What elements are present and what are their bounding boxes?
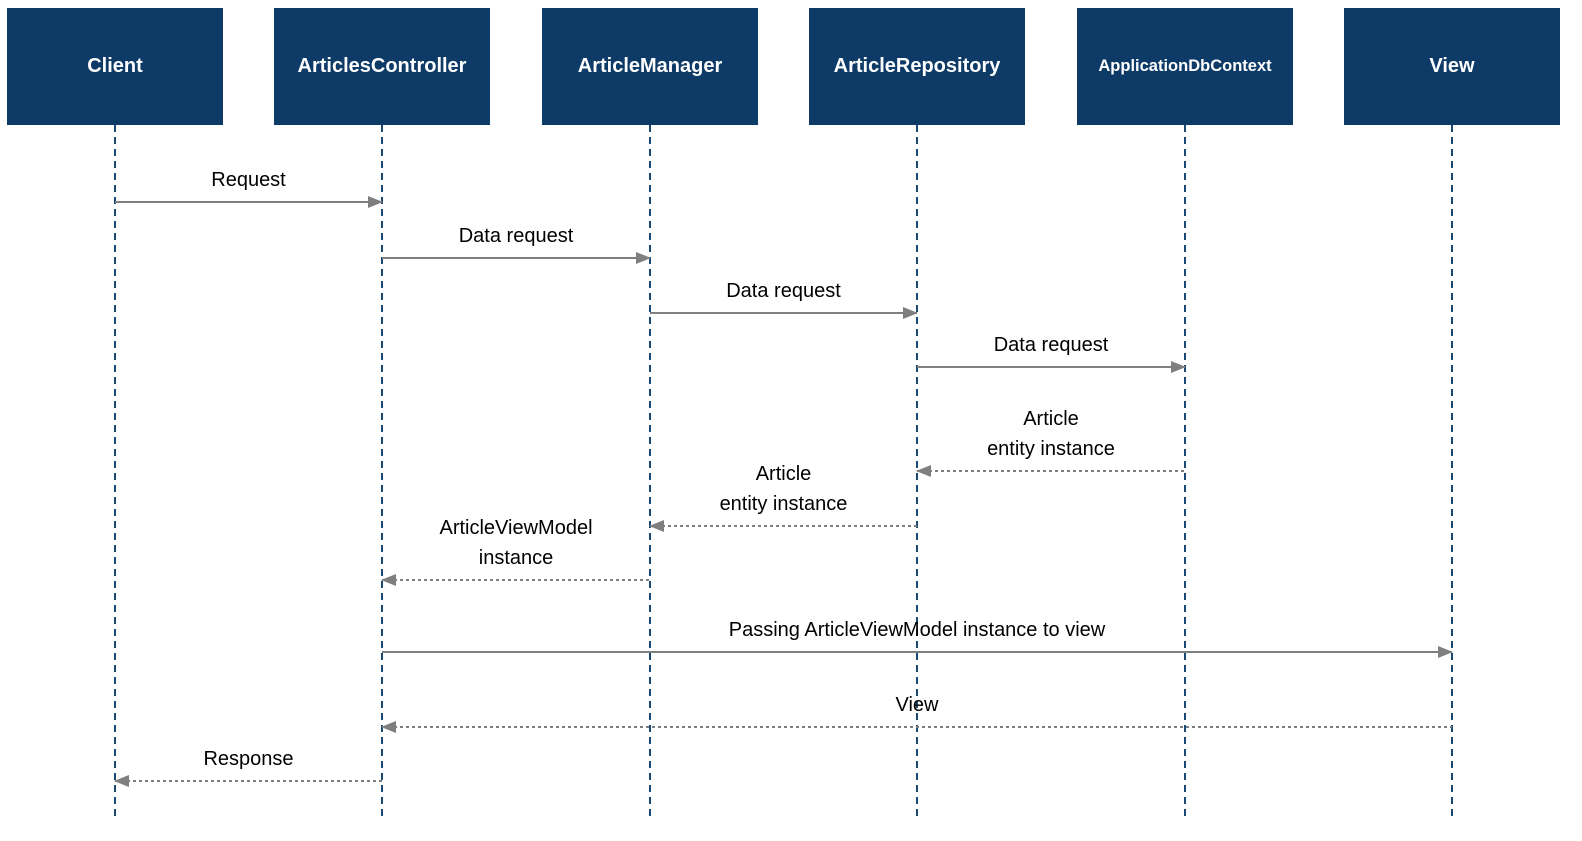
arrowhead-right-icon <box>636 252 651 264</box>
message-line <box>650 312 917 314</box>
participant-box-view: View <box>1344 8 1560 125</box>
message-label: View <box>895 694 939 716</box>
message-label: Data request <box>726 280 841 302</box>
arrowhead-left-icon <box>916 465 931 477</box>
participant-label: ArticlesController <box>297 55 467 77</box>
message-label: Article entity instance <box>987 408 1115 460</box>
participant-box-articlemanager: ArticleManager <box>542 8 758 125</box>
arrowhead-right-icon <box>903 307 918 319</box>
message-line <box>650 525 917 527</box>
participant-box-client: Client <box>7 8 223 125</box>
participant-label: Client <box>87 55 143 77</box>
arrowhead-left-icon <box>649 520 664 532</box>
arrowhead-right-icon <box>368 196 383 208</box>
lifeline-articlemanager <box>649 125 651 818</box>
participant-box-applicationdbcontext: ApplicationDbContext <box>1077 8 1293 125</box>
message-label: ArticleViewModel instance <box>439 517 593 569</box>
message-line <box>917 366 1185 368</box>
participant-label: ArticleRepository <box>833 55 1001 77</box>
message-label: Request <box>211 169 286 191</box>
message-line <box>917 470 1185 472</box>
lifeline-view <box>1451 125 1453 818</box>
lifeline-articlescontroller <box>381 125 383 818</box>
participant-box-articlerepository: ArticleRepository <box>809 8 1025 125</box>
message-line <box>382 651 1452 653</box>
message-label: Article entity instance <box>719 463 848 515</box>
message-line <box>115 780 382 782</box>
arrowhead-left-icon <box>381 574 396 586</box>
lifeline-client <box>114 125 116 818</box>
message-label: Data request <box>993 334 1109 356</box>
message-line <box>115 201 382 203</box>
participant-label: ApplicationDbContext <box>1098 57 1272 75</box>
message-label: Data request <box>458 225 574 247</box>
message-line <box>382 579 650 581</box>
message-label: Response <box>203 748 294 770</box>
participant-label: View <box>1429 55 1475 77</box>
participant-label: ArticleManager <box>577 55 723 77</box>
arrowhead-right-icon <box>1171 361 1186 373</box>
arrowhead-left-icon <box>114 775 129 787</box>
message-label: Passing ArticleViewModel instance to vie… <box>728 619 1106 641</box>
arrowhead-left-icon <box>381 721 396 733</box>
participant-box-articlescontroller: ArticlesController <box>274 8 490 125</box>
arrowhead-right-icon <box>1438 646 1453 658</box>
lifeline-applicationdbcontext <box>1184 125 1186 818</box>
message-line <box>382 726 1452 728</box>
message-line <box>382 257 650 259</box>
